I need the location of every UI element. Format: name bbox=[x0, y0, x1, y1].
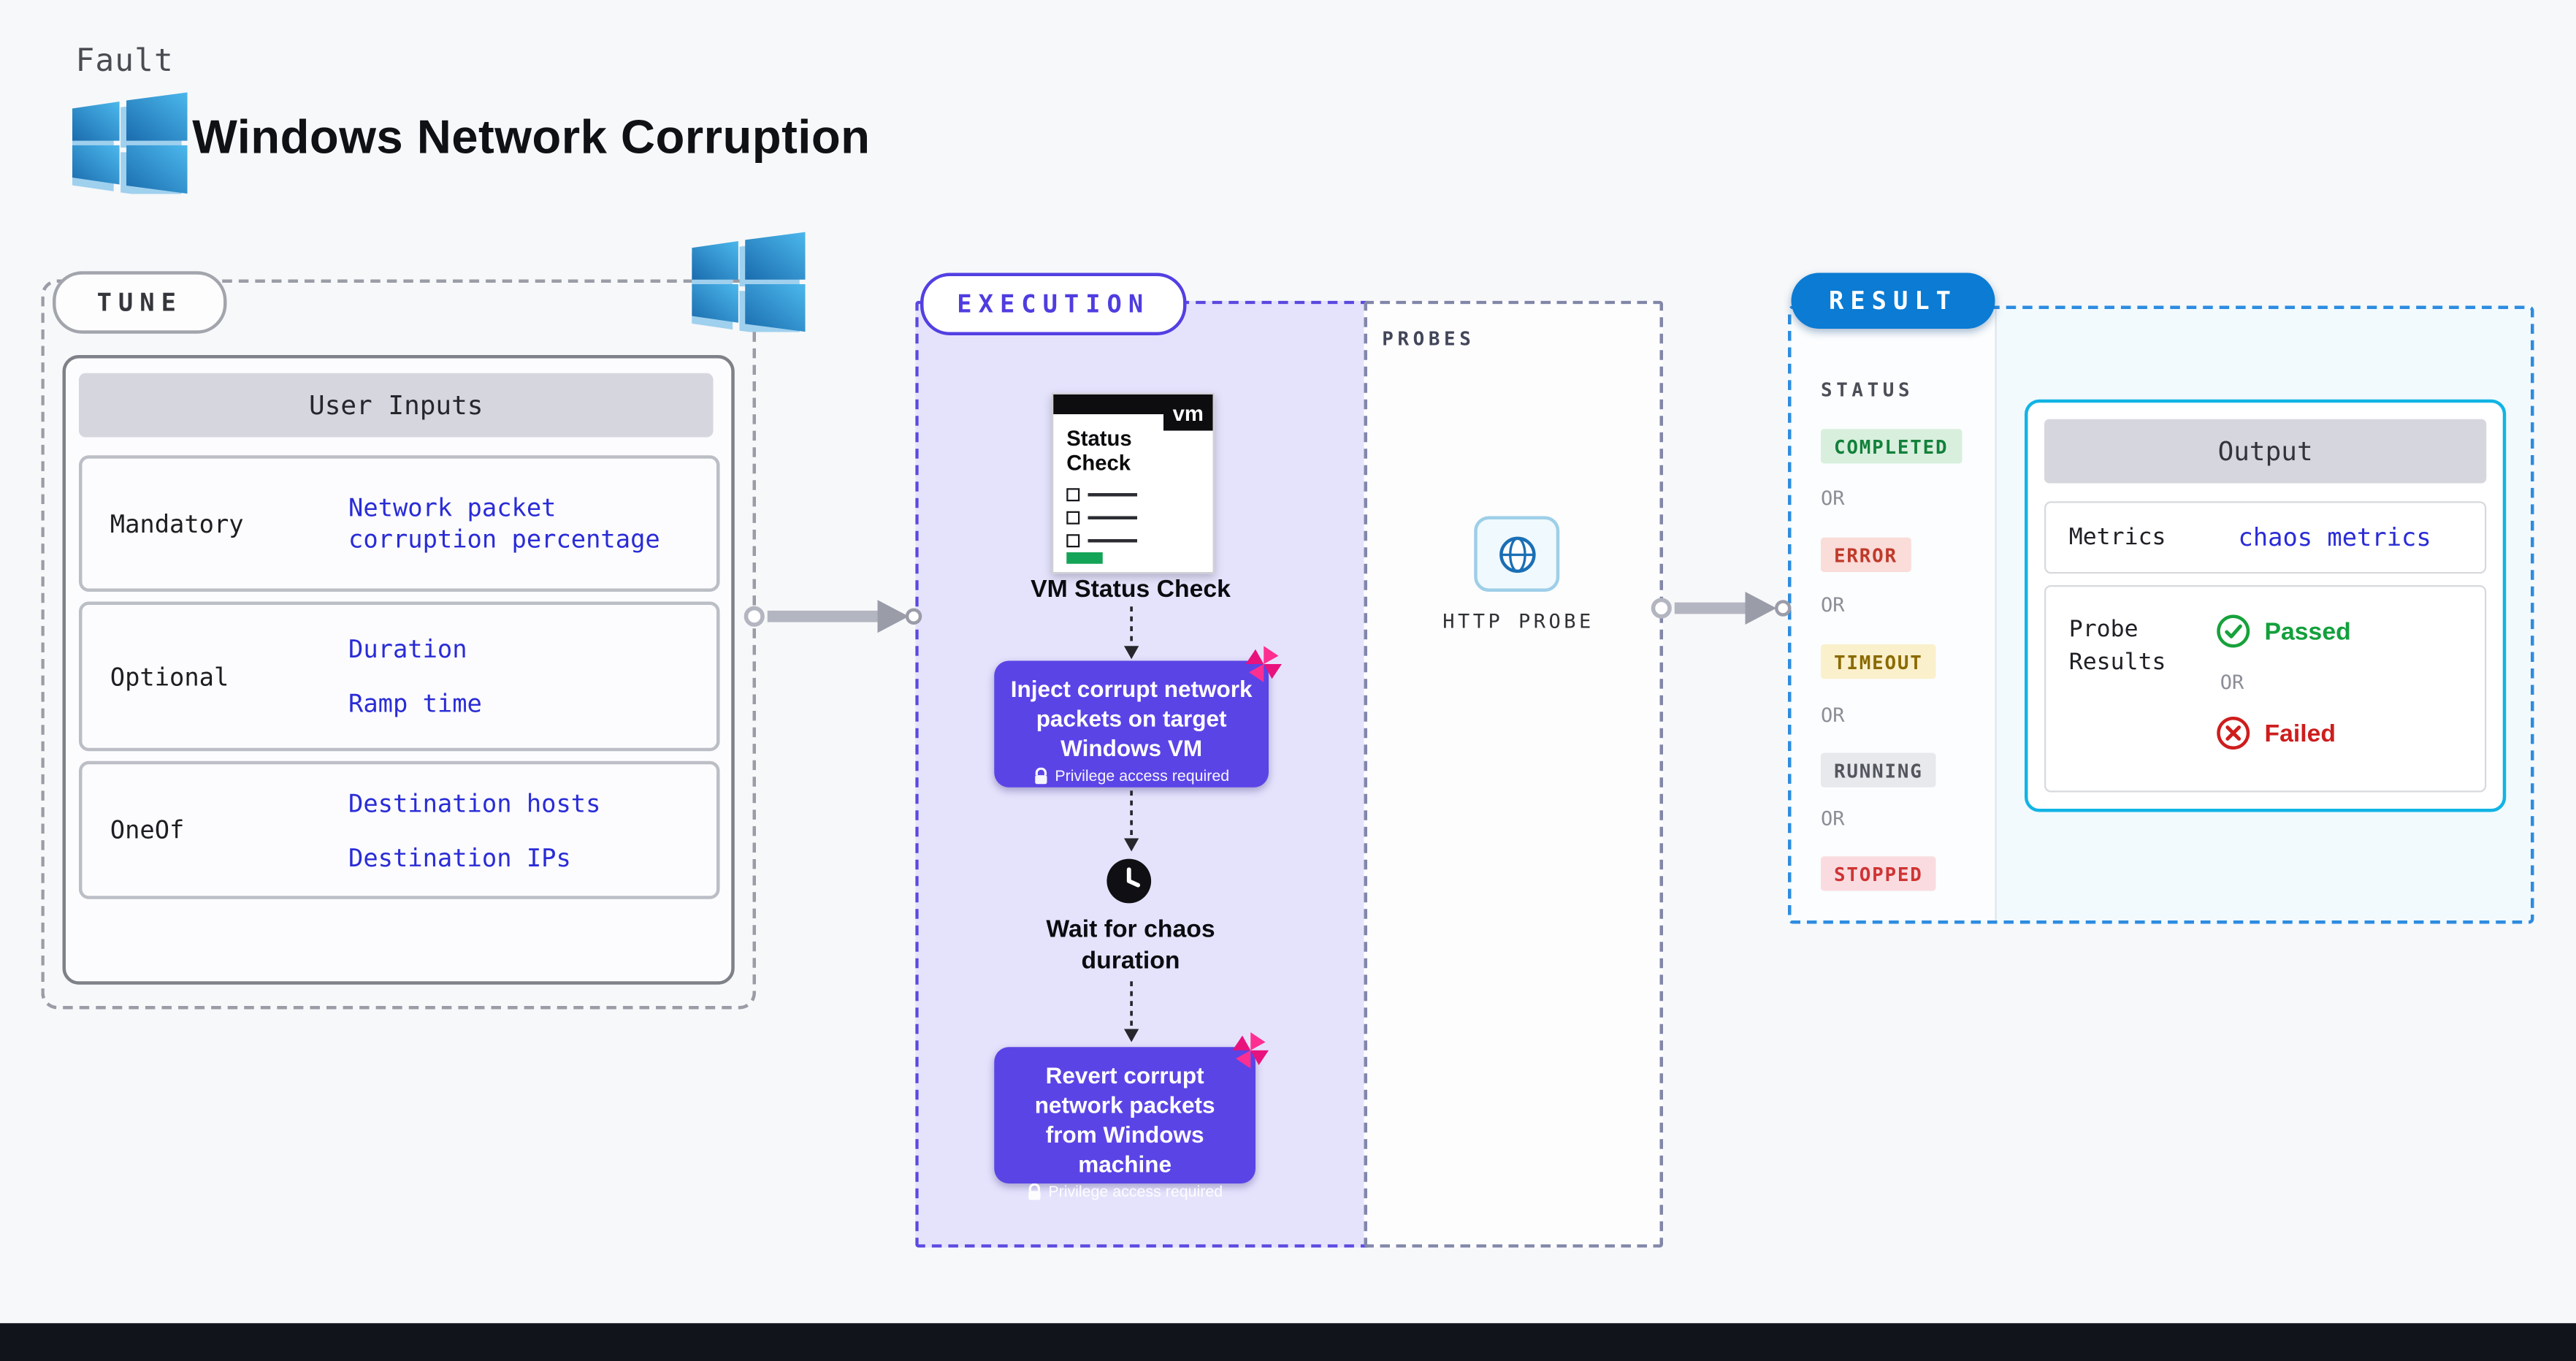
vm-card-title: Status Check bbox=[1066, 425, 1132, 476]
windows-logo-icon bbox=[72, 92, 188, 194]
input-row-oneof: OneOf Destination hosts Destination IPs bbox=[79, 760, 720, 899]
clock-icon bbox=[1107, 858, 1152, 904]
probe-results-row: Probe Results Passed OR Failed bbox=[2044, 585, 2487, 793]
user-inputs-card bbox=[62, 355, 735, 985]
vm-progress-bar bbox=[1066, 552, 1103, 564]
probe-results-values: Passed OR Failed bbox=[2215, 587, 2351, 790]
execution-pill: EXECUTION bbox=[920, 272, 1187, 335]
chaos-icon bbox=[1232, 1032, 1269, 1069]
lock-icon bbox=[1035, 767, 1047, 785]
status-badge-running: RUNNING bbox=[1821, 752, 1936, 788]
passed-line: Passed bbox=[2215, 613, 2351, 649]
step-revert-corrupt-packets[interactable]: Revert corrupt network packets from Wind… bbox=[994, 1032, 1269, 1202]
arrowhead-icon bbox=[877, 600, 909, 633]
bottom-bar bbox=[0, 1323, 2576, 1361]
or-text: OR bbox=[1821, 593, 1845, 617]
check-circle-icon bbox=[2217, 614, 2250, 648]
vm-checklist-row bbox=[1066, 511, 1137, 525]
input-type-label: Mandatory bbox=[110, 508, 244, 538]
status-badge-stopped: STOPPED bbox=[1821, 856, 1936, 891]
step-label: Revert corrupt network packets from Wind… bbox=[1034, 1061, 1215, 1178]
user-inputs-header: User Inputs bbox=[79, 373, 714, 438]
privilege-badge: Privilege access required bbox=[994, 1183, 1255, 1202]
x-circle-icon bbox=[2217, 717, 2250, 750]
vm-checklist-row bbox=[1066, 488, 1137, 502]
output-header: Output bbox=[2044, 419, 2487, 484]
metrics-row: Metrics chaos metrics bbox=[2044, 501, 2487, 574]
status-badge-error: ERROR bbox=[1821, 537, 1911, 572]
arrowhead-icon bbox=[1745, 592, 1777, 625]
input-row-mandatory: Mandatory Network packet corruption perc… bbox=[79, 455, 720, 592]
privilege-badge: Privilege access required bbox=[994, 767, 1269, 786]
status-heading: STATUS bbox=[1821, 378, 1914, 402]
http-probe-label: HTTP PROBE bbox=[1442, 609, 1594, 633]
output-card: Output Metrics chaos metrics Probe Resul… bbox=[2025, 399, 2507, 812]
link-ramp-time[interactable]: Ramp time bbox=[348, 688, 482, 719]
vm-status-check-card: vm Status Check bbox=[1052, 392, 1215, 574]
input-links: Network packet corruption percentage bbox=[348, 492, 710, 555]
input-row-optional: Optional Duration Ramp time bbox=[79, 601, 720, 752]
tune-pill: TUNE bbox=[53, 271, 227, 334]
vm-logo-icon: vm bbox=[1163, 394, 1213, 431]
metrics-label: Metrics bbox=[2068, 524, 2166, 551]
probes-heading: PROBES bbox=[1382, 327, 1475, 351]
globe-icon bbox=[1499, 535, 1535, 572]
privilege-badge-label: Privilege access required bbox=[1048, 1183, 1223, 1202]
result-pill: RESULT bbox=[1791, 272, 1995, 329]
input-links: Duration Ramp time bbox=[348, 635, 482, 719]
lock-icon bbox=[1028, 1183, 1041, 1200]
status-badge-timeout: TIMEOUT bbox=[1821, 644, 1936, 679]
or-text: OR bbox=[1821, 704, 1845, 727]
status-badge-completed: COMPLETED bbox=[1821, 429, 1962, 464]
failed-line: Failed bbox=[2215, 715, 2351, 752]
privilege-badge-label: Privilege access required bbox=[1055, 767, 1230, 786]
probe-results-label: Probe Results bbox=[2068, 616, 2166, 676]
status-column bbox=[1791, 309, 1997, 920]
passed-label: Passed bbox=[2264, 617, 2351, 646]
link-destination-ips[interactable]: Destination IPs bbox=[348, 842, 571, 872]
fault-kicker: Fault bbox=[75, 42, 174, 80]
or-text: OR bbox=[2220, 671, 2244, 694]
failed-label: Failed bbox=[2264, 719, 2336, 747]
input-type-label: Optional bbox=[110, 661, 229, 692]
input-links: Destination hosts Destination IPs bbox=[348, 788, 600, 872]
link-duration[interactable]: Duration bbox=[348, 634, 467, 665]
wait-step-caption: Wait for chaos duration bbox=[1046, 915, 1215, 975]
chaos-icon bbox=[1245, 646, 1282, 682]
vm-checklist-row bbox=[1066, 534, 1137, 548]
probes-section bbox=[1364, 300, 1663, 1248]
tune-section bbox=[41, 279, 756, 1010]
windows-logo-icon bbox=[692, 232, 806, 332]
page-title: Windows Network Corruption bbox=[192, 112, 871, 164]
vm-status-check-caption: VM Status Check bbox=[1031, 575, 1231, 603]
step-inject-corrupt-packets[interactable]: Inject corrupt network packets on target… bbox=[994, 646, 1282, 788]
or-text: OR bbox=[1821, 807, 1845, 831]
step-label: Inject corrupt network packets on target… bbox=[1010, 675, 1253, 761]
input-type-label: OneOf bbox=[110, 815, 185, 845]
chaos-metrics-link[interactable]: chaos metrics bbox=[2238, 522, 2431, 553]
link-network-packet-corruption-percentage[interactable]: Network packet corruption percentage bbox=[348, 492, 660, 554]
or-text: OR bbox=[1821, 487, 1845, 510]
http-probe-card bbox=[1474, 516, 1560, 592]
link-destination-hosts[interactable]: Destination hosts bbox=[348, 788, 601, 818]
